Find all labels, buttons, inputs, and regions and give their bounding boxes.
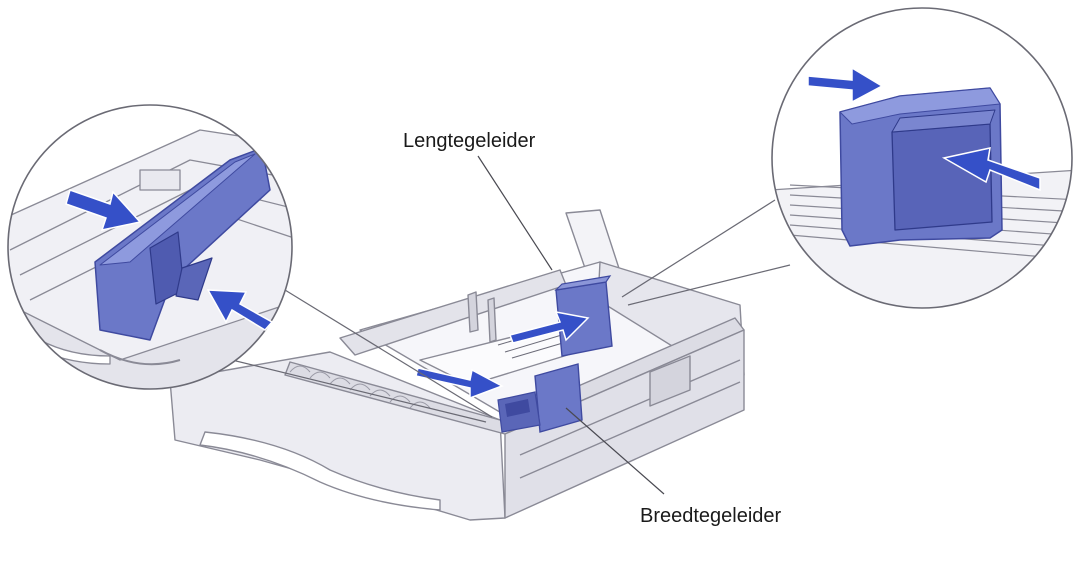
width-arrow [415,367,504,400]
width-guide-leader-line [565,407,665,495]
right-closeup-arrow-upper [807,66,884,104]
tray-handle-cutout [199,431,441,511]
width-guide-closeup [94,147,271,341]
length-arrow [509,311,590,344]
left-closeup-arrow-upper [65,189,142,232]
right-magnifier-detail [771,7,1073,309]
left-closeup-arrow-lower [206,289,274,331]
paper-tray [169,209,745,521]
magnifier-connectors [231,199,791,423]
width-guide-label: Breedtegeleider [640,505,782,527]
tray-front-face [169,351,506,521]
length-guide-label: Lengtegeleider [403,130,536,152]
length-guide-leader-line [477,155,553,271]
right-closeup-arrow-lower [941,147,1041,192]
left-magnifier-detail [7,104,293,390]
width-guide [497,363,583,433]
